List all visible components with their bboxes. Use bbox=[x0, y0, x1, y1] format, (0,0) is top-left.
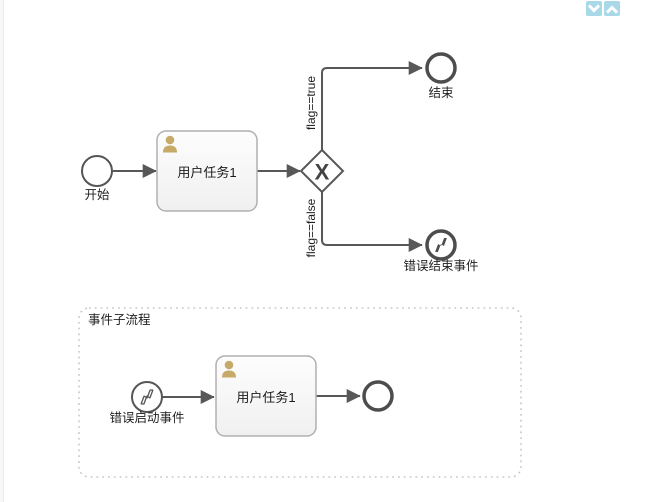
error-end-event-label: 错误结束事件 bbox=[403, 259, 479, 273]
error-start-event-label: 错误启动事件 bbox=[109, 411, 185, 425]
error-end-event-shape[interactable] bbox=[425, 229, 457, 261]
left-edge-divider bbox=[0, 0, 4, 502]
error-bolt-outline-icon bbox=[140, 389, 154, 405]
end-event-shape[interactable] bbox=[425, 52, 457, 84]
user-icon bbox=[222, 360, 236, 378]
event-subprocess-title: 事件子流程 bbox=[88, 313, 151, 327]
flow-gateway-to-end-true[interactable] bbox=[321, 61, 423, 150]
flow-false-label: flag==false bbox=[304, 198, 318, 258]
flow-true-label: flag==true bbox=[304, 75, 318, 131]
canvas-scroll-controls bbox=[586, 1, 620, 16]
scroll-up-button[interactable] bbox=[604, 1, 620, 16]
error-bolt-icon bbox=[435, 238, 447, 252]
user-task-shape[interactable] bbox=[156, 130, 258, 212]
scroll-down-button[interactable] bbox=[586, 1, 602, 16]
exclusive-gateway-shape[interactable]: X bbox=[299, 148, 345, 194]
flow-gateway-to-error-end-false[interactable] bbox=[321, 192, 423, 252]
start-event-label: 开始 bbox=[84, 188, 110, 202]
subprocess-end-event-shape[interactable] bbox=[362, 380, 394, 412]
user-icon bbox=[163, 135, 177, 153]
end-event-label: 结束 bbox=[428, 86, 454, 100]
gateway-x-symbol: X bbox=[315, 160, 330, 185]
chevron-up-icon bbox=[606, 4, 618, 14]
error-start-event-shape[interactable] bbox=[131, 381, 163, 413]
start-event-shape[interactable] bbox=[81, 155, 113, 187]
subprocess-user-task-shape[interactable] bbox=[215, 355, 317, 437]
chevron-down-icon bbox=[588, 3, 600, 13]
